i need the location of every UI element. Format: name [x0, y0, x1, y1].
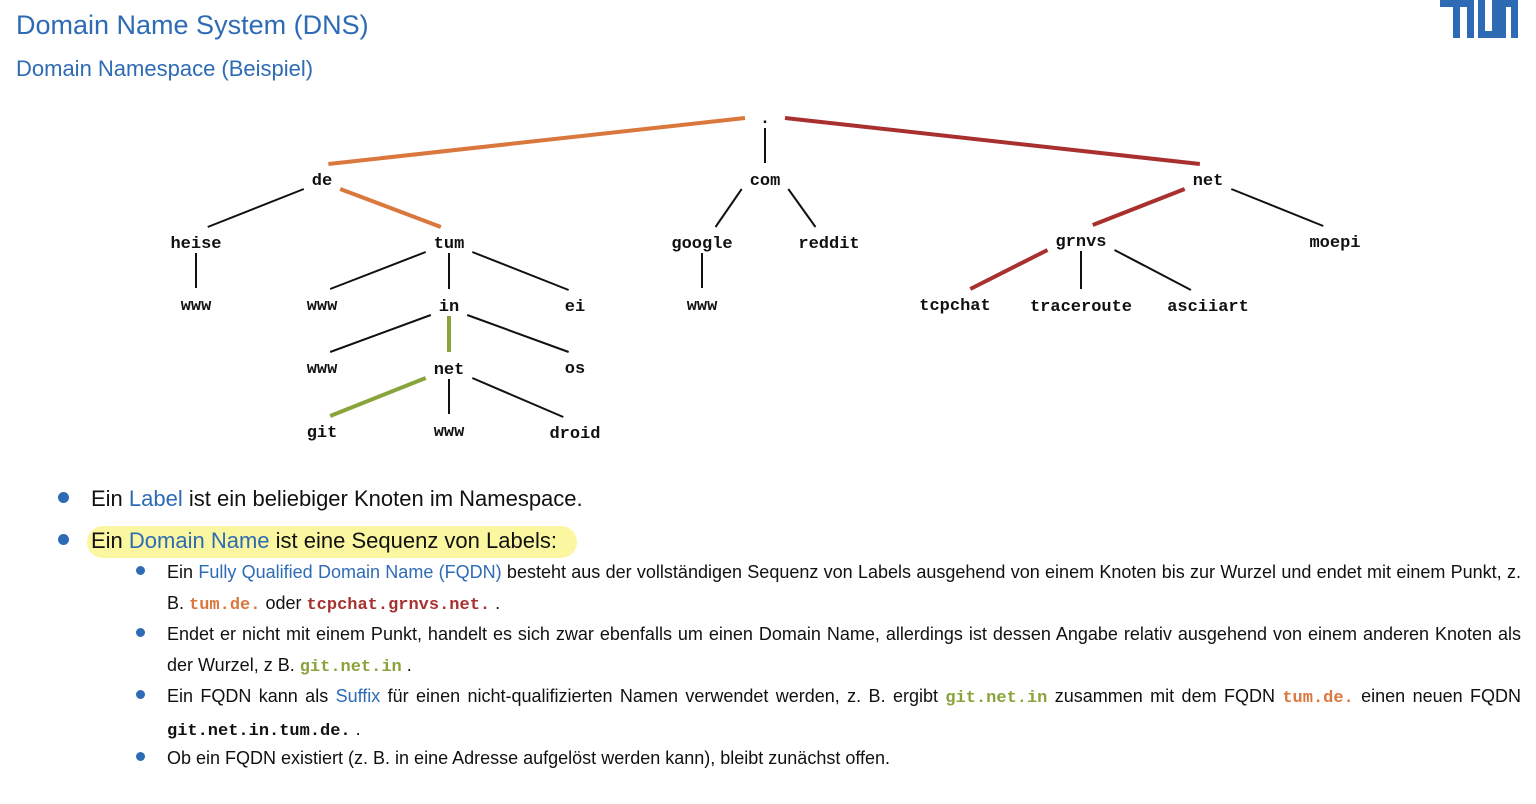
node-tum_www: www [307, 297, 338, 316]
code-tum-de: tum.de. [189, 596, 261, 615]
bullet-label: Ein Label ist ein beliebiger Knoten im N… [58, 486, 583, 512]
bullet-dot [58, 534, 69, 545]
edge-tum-tum_www [329, 251, 427, 290]
edge-in-os [466, 314, 569, 353]
node-google_www: www [687, 297, 718, 316]
edge-net-grnvs [1091, 187, 1186, 227]
node-heise: heise [170, 235, 221, 254]
node-moepi: moepi [1309, 234, 1360, 253]
edge-tum-ei [471, 251, 569, 291]
edge-de-heise [207, 188, 305, 228]
term-fqdn: Fully Qualified Domain Name (FQDN) [198, 562, 502, 582]
term-suffix: Suffix [335, 686, 381, 706]
bullet-dot [136, 566, 145, 575]
bullet-domain-name: Ein Domain Name ist eine Sequenz von Lab… [58, 526, 577, 558]
sub-bullet-exists: Ob ein FQDN existiert (z. B. in eine Adr… [136, 743, 1521, 774]
code-git-net-in: git.net.in [945, 689, 1048, 708]
node-tum: tum [434, 235, 465, 254]
edge-grnvs-asciiart [1114, 249, 1192, 291]
tree-edges [195, 116, 1324, 418]
node-net: net [1193, 172, 1224, 191]
node-net_www: www [434, 423, 465, 442]
node-droid: droid [549, 425, 600, 444]
edge-com-reddit [787, 188, 817, 228]
sub-bullet-relative: Endet er nicht mit einem Punkt, handelt … [136, 619, 1521, 683]
edge-root-net [784, 116, 1201, 166]
code-git-net-in: git.net.in [299, 658, 402, 677]
edge-in_net-git [329, 376, 427, 418]
highlight-mark: Ein Domain Name ist eine Sequenz von Lab… [87, 526, 577, 558]
node-in_net: net [434, 361, 465, 380]
node-com: com [750, 172, 781, 191]
node-in_www: www [307, 360, 338, 379]
bullet-dot [136, 690, 145, 699]
node-traceroute: traceroute [1030, 298, 1132, 317]
node-de: de [312, 172, 332, 191]
code-tum-de: tum.de. [1282, 689, 1354, 708]
node-root: . [760, 110, 770, 129]
node-heise_www: www [181, 297, 212, 316]
code-full-fqdn: git.net.in.tum.de. [167, 722, 351, 741]
page-title: Domain Name System (DNS) [16, 10, 369, 40]
term-domain-name: Domain Name [128, 528, 270, 553]
domain-tree: . de com net heise tum google reddit grnvs moepi w… [170, 110, 1360, 444]
node-reddit: reddit [798, 235, 859, 254]
edge-de-tum [339, 187, 442, 229]
term-label: Label [128, 486, 183, 511]
node-git: git [307, 424, 338, 443]
bullet-dot [136, 628, 145, 637]
edge-com-google [714, 188, 743, 228]
page-subtitle: Domain Namespace (Beispiel) [16, 56, 314, 81]
node-tcpchat: tcpchat [919, 297, 990, 316]
bullet-dot [58, 492, 69, 503]
node-grnvs: grnvs [1055, 233, 1106, 252]
code-tcpchat: tcpchat.grnvs.net. [306, 596, 491, 615]
node-in: in [439, 298, 459, 317]
sub-bullet-fqdn: Ein Fully Qualified Domain Name (FQDN) b… [136, 557, 1521, 621]
node-ei: ei [565, 298, 585, 317]
bullet-dot [136, 752, 145, 761]
edge-net-moepi [1230, 188, 1324, 227]
node-google: google [671, 235, 732, 254]
tum-logo [1440, 0, 1518, 38]
node-os: os [565, 360, 585, 379]
edge-root-de [328, 116, 746, 166]
node-asciiart: asciiart [1167, 298, 1249, 317]
edge-in_net-droid [471, 377, 564, 418]
tree-nodes: . de com net heise tum google reddit grnvs moepi w… [170, 110, 1360, 444]
edge-in-in_www [329, 314, 432, 353]
edge-grnvs-tcpchat [969, 248, 1049, 291]
sub-bullet-suffix: Ein FQDN kann als Suffix für einen nicht… [136, 681, 1521, 747]
